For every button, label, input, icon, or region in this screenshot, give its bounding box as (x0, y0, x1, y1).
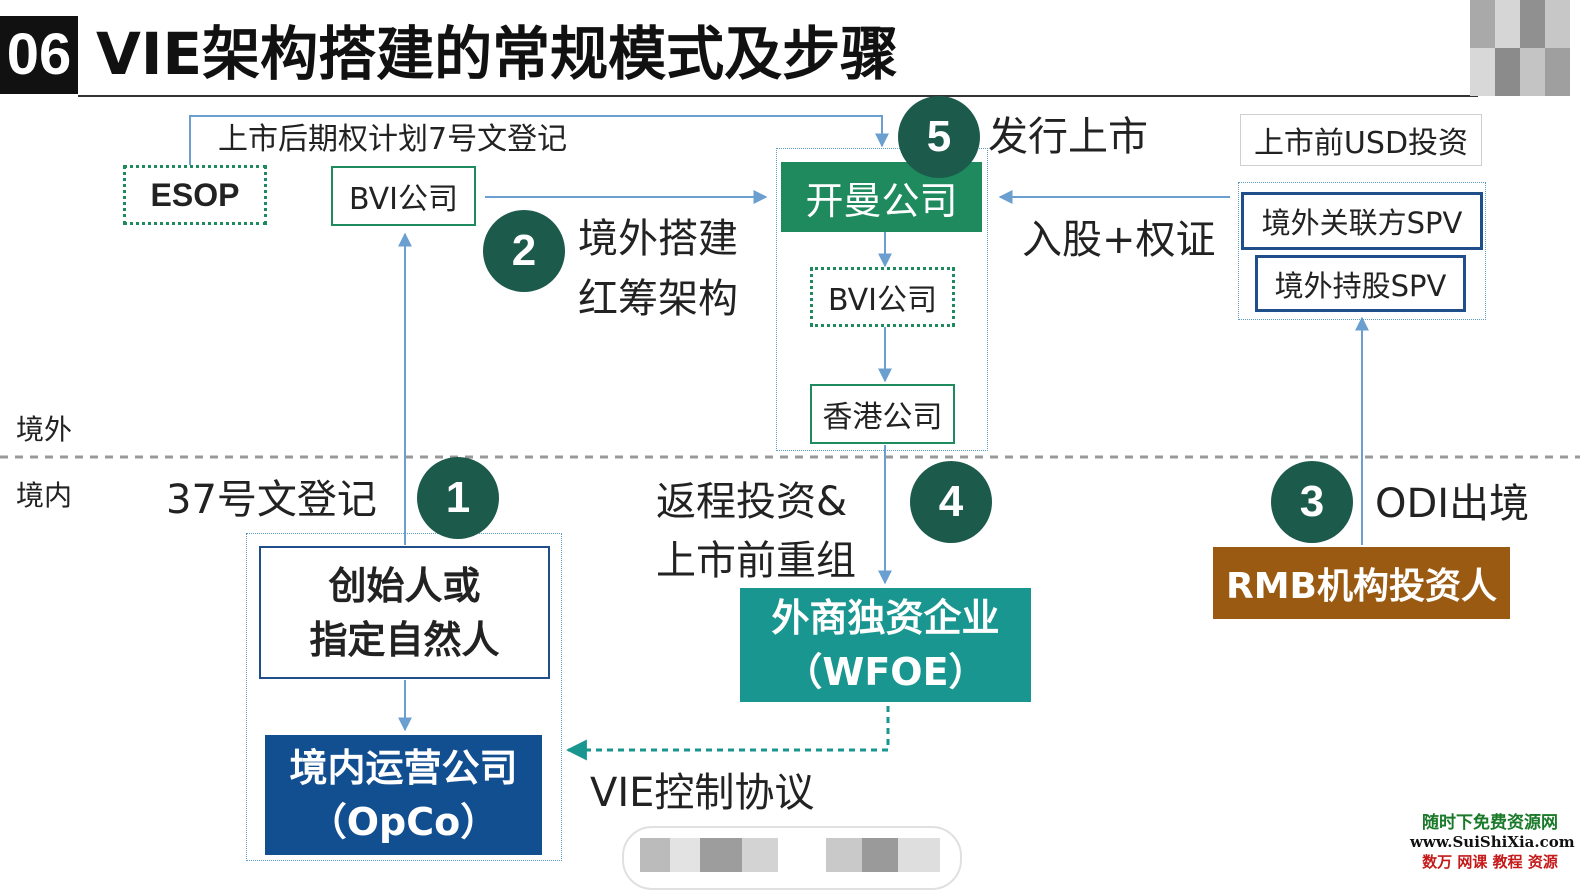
vie-agreement-label: VIE控制协议 (590, 770, 815, 816)
wfoe-box: 外商独资企业 （WFOE） (740, 588, 1031, 702)
spv-group-region (1238, 182, 1486, 320)
step-4-badge: 4 (910, 461, 992, 543)
step-3-label: ODI出境 (1375, 481, 1530, 527)
step-4-label-line2: 上市前重组 (656, 538, 856, 584)
watermark-line2: www.SuiShiXia.com (1410, 833, 1575, 851)
page-title: VIE架构搭建的常规模式及步骤 (96, 20, 899, 88)
wfoe-line1: 外商独资企业 (771, 596, 1000, 640)
watermark-line3: 数万 网课 教程 资源 (1422, 853, 1558, 871)
domestic-group-region (246, 533, 562, 861)
spv-holding-box: 境外持股SPV (1255, 255, 1466, 312)
opco-line2: （OpCo） (308, 800, 499, 844)
step-2-badge: 2 (483, 210, 565, 292)
founder-line2: 指定自然人 (309, 617, 500, 662)
step-1-label: 37号文登记 (166, 477, 377, 523)
watermark-line1: 随时下免费资源网 (1422, 813, 1558, 833)
esop-arrow (189, 115, 889, 165)
step-2-label-line1: 境外搭建 (578, 216, 738, 262)
hk-company-box: 香港公司 (810, 384, 955, 444)
kaiman-company-box: 开曼公司 (781, 162, 982, 232)
esop-box: ESOP (123, 165, 267, 225)
bvi-founder-box: BVI公司 (331, 166, 476, 226)
opco-line1: 境内运营公司 (289, 746, 518, 790)
step-5-badge: 5 (898, 96, 980, 178)
founder-box: 创始人或 指定自然人 (259, 546, 550, 679)
step-5-label: 发行上市 (988, 114, 1148, 160)
section-number: 06 (0, 16, 78, 94)
watermark: 随时下免费资源网 www.SuiShiXia.com 数万 网课 教程 资源 (1410, 808, 1575, 872)
vie-arrow (565, 706, 890, 761)
spv-related-box: 境外关联方SPV (1241, 192, 1483, 250)
offshore-label: 境外 (16, 413, 73, 446)
step-2-label-line2: 红筹架构 (578, 276, 738, 322)
rmb-investor-box: RMB机构投资人 (1213, 547, 1510, 619)
step-3-badge: 3 (1271, 461, 1353, 543)
step-1-badge: 1 (417, 457, 499, 539)
opco-box: 境内运营公司 （OpCo） (265, 735, 542, 855)
pre-ipo-usd-box: 上市前USD投资 (1240, 114, 1482, 166)
title-divider (78, 95, 1478, 97)
wfoe-line2: （WFOE） (784, 650, 987, 694)
onshore-label: 境内 (16, 479, 73, 512)
founder-line1: 创始人或 (328, 563, 481, 608)
step-4-label-line1: 返程投资& (656, 479, 848, 525)
equity-warrant-label: 入股+权证 (1022, 217, 1216, 263)
pixelated-logo-lower (1470, 48, 1570, 96)
esop-registration-label: 上市后期权计划7号文登记 (218, 122, 568, 157)
offshore-structure-region (776, 148, 988, 451)
blurred-caption-content (640, 838, 940, 872)
bvi-intermediate-box: BVI公司 (810, 267, 955, 327)
